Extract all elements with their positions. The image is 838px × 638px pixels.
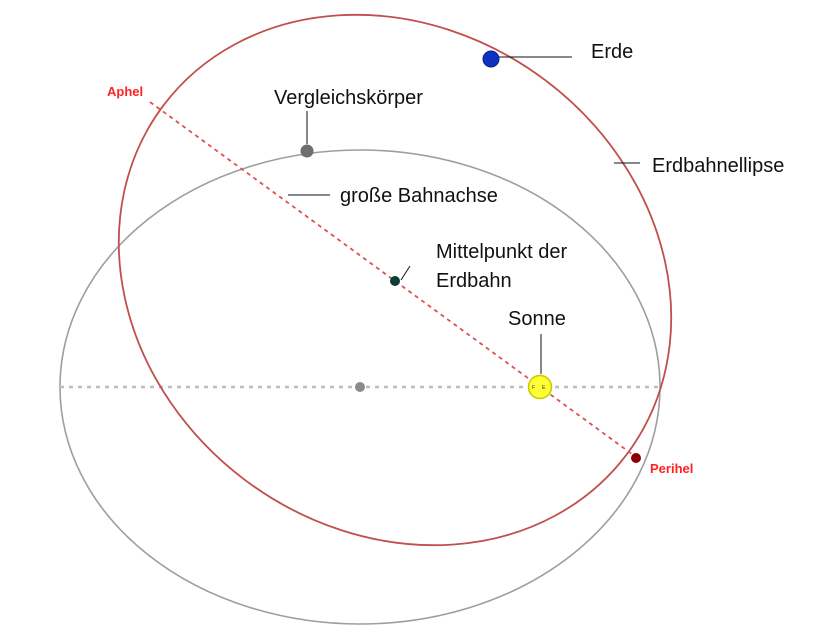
label-aphel: Aphel (107, 84, 143, 99)
leader-mittelpunkt (400, 265, 411, 281)
label-mittelpunkt-line1: Mittelpunkt der (436, 241, 568, 263)
reference-center-point (355, 382, 365, 392)
sun-mark-1: F (532, 385, 535, 391)
label-vergleichskoerper: Vergleichskörper (274, 87, 423, 109)
label-erde: Erde (591, 41, 633, 63)
sun-point (527, 374, 553, 400)
sun-mark-2: E (542, 385, 546, 391)
label-grosse-bahnachse: große Bahnachse (340, 185, 498, 207)
orbit-center-point (390, 276, 400, 286)
label-mittelpunkt-line2: Erdbahn (436, 270, 512, 292)
label-sonne: Sonne (508, 308, 566, 330)
label-perihel: Perihel (650, 461, 693, 476)
earth-point (482, 50, 500, 68)
label-erdbahnellipse: Erdbahnellipse (652, 155, 784, 177)
earth-orbit-ellipse (117, 13, 673, 547)
reference-body-point (300, 144, 314, 158)
perihel-point (631, 453, 641, 463)
